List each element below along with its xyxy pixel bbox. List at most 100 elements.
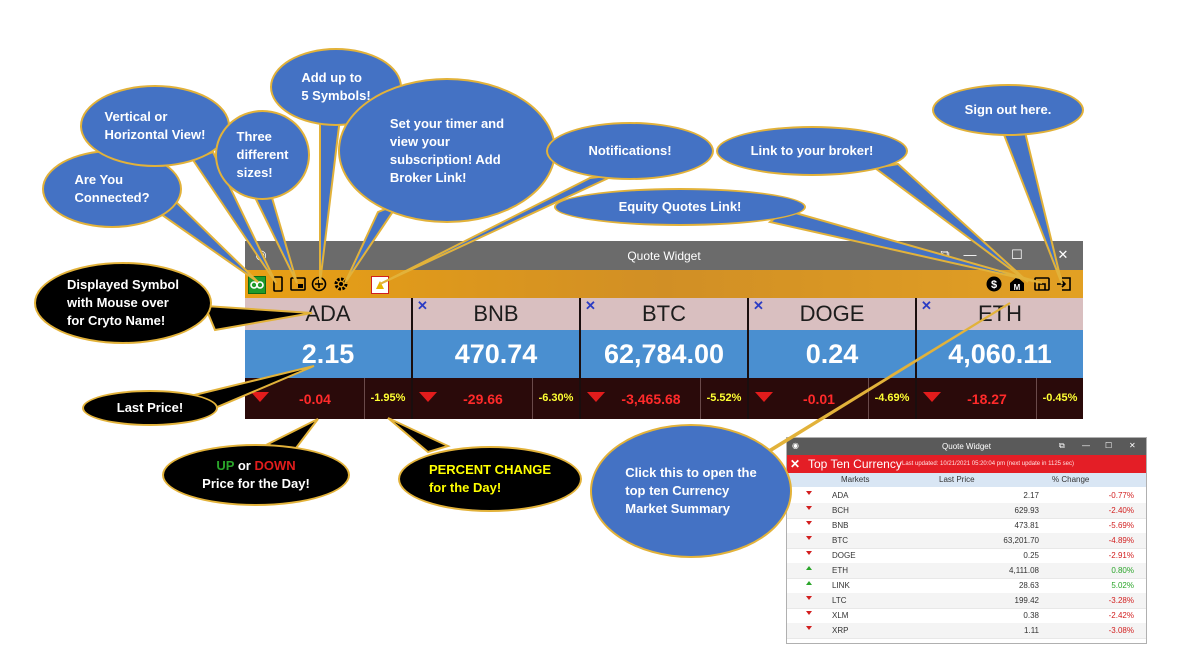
sign-out-icon[interactable] xyxy=(1056,276,1072,292)
vertical-view-icon[interactable] xyxy=(270,276,286,292)
callout-percent: PERCENT CHANGE for the Day! xyxy=(398,446,582,512)
dollar-icon[interactable]: $ xyxy=(986,276,1002,292)
callout-last-price: Last Price! xyxy=(82,390,218,426)
quote-widget-window: ◉ Quote Widget ⧉ — ☐ ✕ $ M xyxy=(245,241,1083,419)
price-change: -0.04 xyxy=(299,391,331,407)
change-row: -29.66 -6.30% xyxy=(413,378,579,419)
settings-icon[interactable] xyxy=(333,276,349,292)
remove-symbol-icon[interactable]: ✕ xyxy=(417,298,428,313)
symbol-label[interactable]: ✕BTC xyxy=(581,298,747,330)
svg-text:M: M xyxy=(1014,283,1021,292)
quote-tile: ✕BNB 470.74 -29.66 -6.30% xyxy=(413,298,579,419)
price-change: -0.01 xyxy=(803,391,835,407)
callout-broker: Link to your broker! xyxy=(716,126,908,176)
last-price: 470.74 xyxy=(413,330,579,378)
price-change: -29.66 xyxy=(463,391,503,407)
percent-change: -0.45% xyxy=(1036,378,1083,419)
price-cell: 629.93 xyxy=(1014,506,1039,515)
close-icon[interactable]: ✕ xyxy=(1057,247,1069,262)
close-icon[interactable]: ✕ xyxy=(790,457,801,471)
market-cell: XLM xyxy=(832,611,849,620)
size-icon[interactable] xyxy=(290,276,306,292)
top-ten-window: ◉ Quote Widget ⧉ — ☐ ✕ ✕ Top Ten Currenc… xyxy=(786,437,1147,644)
price-cell: 0.38 xyxy=(1023,611,1039,620)
down-arrow-icon xyxy=(806,626,812,630)
change-cell: 0.80% xyxy=(1111,566,1134,575)
market-cell: BTC xyxy=(832,536,848,545)
column-header: Markets xyxy=(841,475,870,484)
down-arrow-icon xyxy=(587,392,605,402)
top-ten-title-bar: ◉ Quote Widget ⧉ — ☐ ✕ xyxy=(787,438,1146,455)
percent-change: -5.52% xyxy=(700,378,747,419)
snap-icon[interactable]: ⧉ xyxy=(1059,441,1065,450)
remove-symbol-icon[interactable]: ✕ xyxy=(585,298,596,313)
callout-tail xyxy=(387,417,451,454)
up-down-label: Price for the Day! xyxy=(202,476,310,491)
price-cell: 2.17 xyxy=(1023,491,1039,500)
down-label: DOWN xyxy=(254,458,296,473)
price-cell: 63,201.70 xyxy=(1003,536,1039,545)
remove-symbol-icon[interactable]: ✕ xyxy=(921,298,932,313)
market-cell: ETH xyxy=(832,566,848,575)
minimize-icon[interactable]: — xyxy=(1082,441,1090,450)
up-label: UP xyxy=(216,458,235,473)
down-arrow-icon xyxy=(806,611,812,615)
column-header: Last Price xyxy=(939,475,975,484)
link-icon[interactable] xyxy=(248,276,266,294)
down-arrow-icon xyxy=(419,392,437,402)
down-arrow-icon xyxy=(806,596,812,600)
callout-timer: Set your timer and view your subscriptio… xyxy=(338,78,556,223)
down-arrow-icon xyxy=(806,551,812,555)
window-title: Quote Widget xyxy=(942,442,991,451)
maximize-icon[interactable]: ☐ xyxy=(1011,247,1023,262)
change-cell: 5.02% xyxy=(1111,581,1134,590)
market-cell: LTC xyxy=(832,596,847,605)
callout-sizes: Three different sizes! xyxy=(215,110,310,200)
down-arrow-icon xyxy=(806,536,812,540)
column-header: % Change xyxy=(1052,475,1090,484)
price-cell: 4,111.08 xyxy=(1009,566,1039,575)
down-arrow-icon xyxy=(806,491,812,495)
symbol-label[interactable]: ✕BNB xyxy=(413,298,579,330)
last-price: 62,784.00 xyxy=(581,330,747,378)
change-cell: -2.40% xyxy=(1108,506,1134,515)
last-updated: Last updated: 10/21/2021 05:20:04 pm (ne… xyxy=(902,461,1075,467)
or-label: or xyxy=(234,458,255,473)
quote-tile: ✕BTC 62,784.00 -3,465.68 -5.52% xyxy=(581,298,747,419)
market-cell: LINK xyxy=(832,581,850,590)
symbol-label[interactable]: ✕ETH xyxy=(917,298,1083,330)
change-cell: -5.69% xyxy=(1108,521,1134,530)
table-row[interactable]: ETH 4,111.08 0.80% xyxy=(787,563,1146,579)
change-cell: -3.08% xyxy=(1108,626,1134,635)
equity-quotes-icon[interactable] xyxy=(1034,276,1050,292)
callout-notifications: Notifications! xyxy=(546,122,714,180)
callout-sign-out: Sign out here. xyxy=(932,84,1084,136)
title-bar: ◉ Quote Widget ⧉ — ☐ ✕ xyxy=(245,241,1083,270)
percent-change: -1.95% xyxy=(364,378,411,419)
broker-icon[interactable]: M xyxy=(1009,276,1025,292)
symbol-label[interactable]: ✕DOGE xyxy=(749,298,915,330)
notification-icon[interactable] xyxy=(371,276,389,294)
percent-change: -6.30% xyxy=(532,378,579,419)
change-row: -3,465.68 -5.52% xyxy=(581,378,747,419)
price-change: -3,465.68 xyxy=(621,391,681,407)
maximize-icon[interactable]: ☐ xyxy=(1105,441,1113,450)
snap-icon[interactable]: ⧉ xyxy=(940,247,950,262)
market-cell: ADA xyxy=(832,491,849,500)
symbol-label[interactable]: ADA xyxy=(245,298,411,330)
market-cell: XRP xyxy=(832,626,849,635)
add-symbol-icon[interactable] xyxy=(311,276,327,292)
close-icon[interactable]: ✕ xyxy=(1129,441,1136,450)
remove-symbol-icon[interactable]: ✕ xyxy=(753,298,764,313)
minimize-icon[interactable]: — xyxy=(963,247,977,262)
last-price: 0.24 xyxy=(749,330,915,378)
